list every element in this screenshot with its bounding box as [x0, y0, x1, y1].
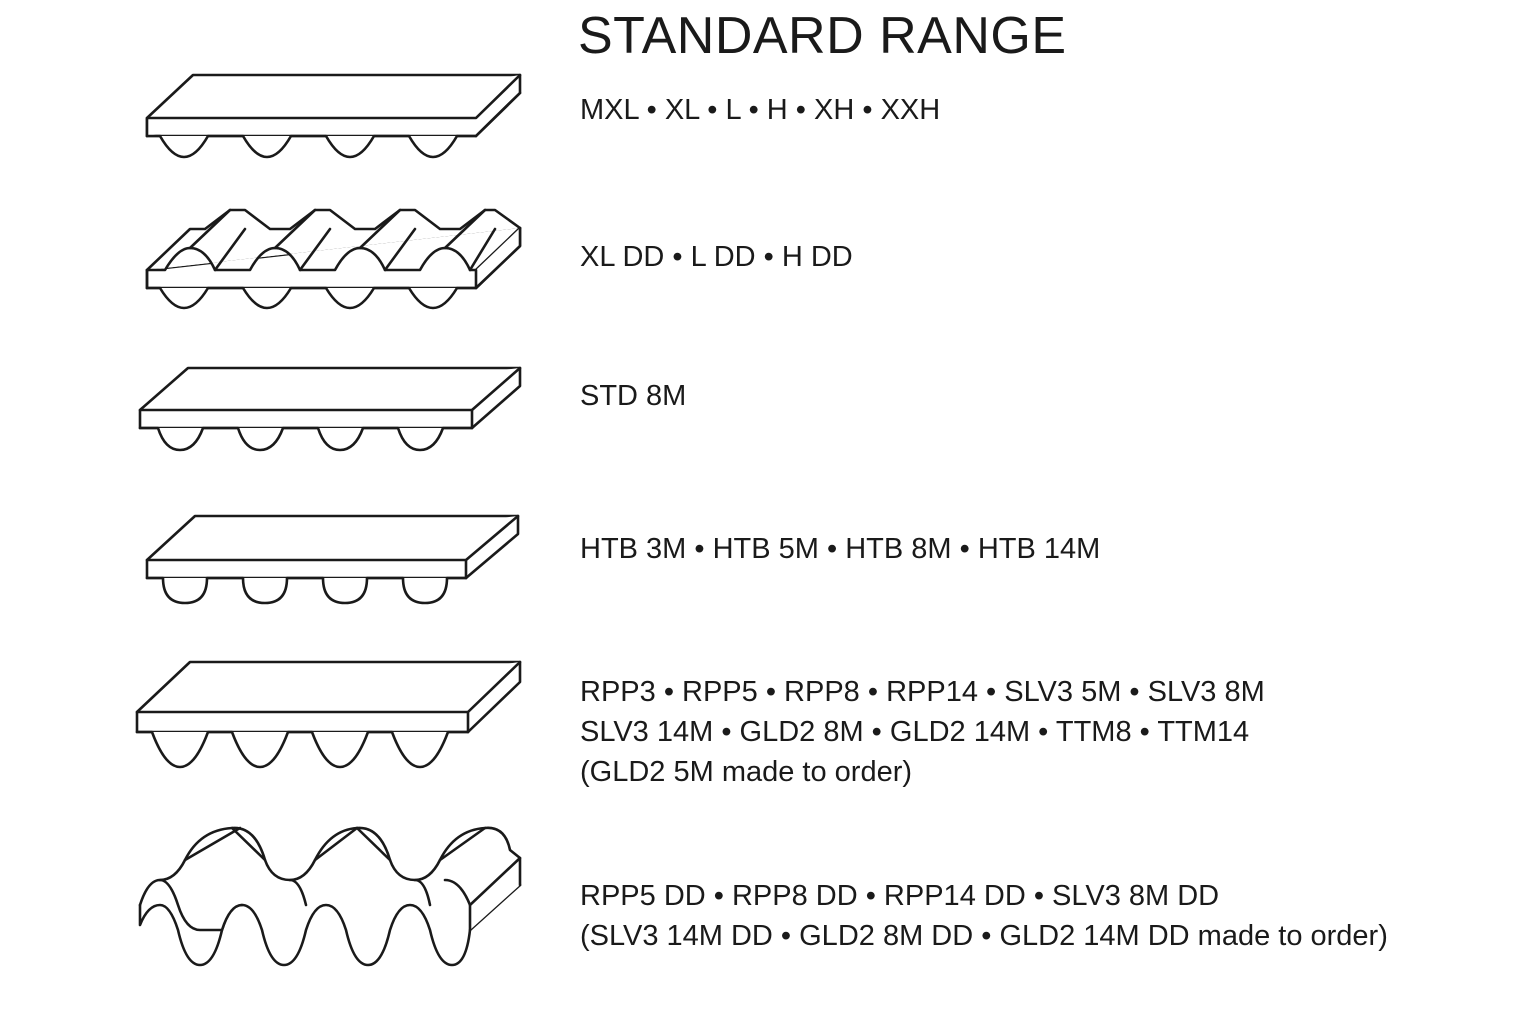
single-sided-std-belt-icon	[138, 366, 522, 452]
range-row-5-line-1: RPP3 • RPP5 • RPP8 • RPP14 • SLV3 5M • S…	[580, 676, 1265, 708]
range-row-1: MXL • XL • L • H • XH • XXH	[580, 90, 940, 130]
range-row-1-line-1: MXL • XL • L • H • XH • XXH	[580, 94, 941, 126]
page-title: STANDARD RANGE	[578, 7, 1067, 65]
range-row-4: HTB 3M • HTB 5M • HTB 8M • HTB 14M	[580, 529, 1100, 569]
range-row-5: RPP3 • RPP5 • RPP8 • RPP14 • SLV3 5M • S…	[580, 672, 1265, 792]
range-row-6: RPP5 DD • RPP8 DD • RPP14 DD • SLV3 8M D…	[580, 876, 1388, 956]
range-row-6-line-2: (SLV3 14M DD • GLD2 8M DD • GLD2 14M DD …	[580, 920, 1388, 952]
single-sided-rpp-belt-icon	[135, 660, 522, 769]
range-row-2: XL DD • L DD • H DD	[580, 237, 853, 277]
range-row-6-line-1: RPP5 DD • RPP8 DD • RPP14 DD • SLV3 8M D…	[580, 880, 1220, 912]
range-row-4-line-1: HTB 3M • HTB 5M • HTB 8M • HTB 14M	[580, 533, 1101, 565]
single-sided-htd-belt-icon	[145, 514, 520, 605]
single-sided-trapezoidal-belt-icon	[145, 73, 522, 159]
double-sided-trapezoidal-belt-icon	[145, 208, 522, 310]
range-row-2-line-1: XL DD • L DD • H DD	[580, 241, 853, 273]
range-row-5-line-2: SLV3 14M • GLD2 8M • GLD2 14M • TTM8 • T…	[580, 716, 1250, 748]
range-row-3: STD 8M	[580, 376, 686, 416]
range-row-5-line-3: (GLD2 5M made to order)	[580, 756, 913, 788]
range-row-3-line-1: STD 8M	[580, 380, 687, 412]
double-sided-rpp-belt-icon	[138, 826, 522, 967]
